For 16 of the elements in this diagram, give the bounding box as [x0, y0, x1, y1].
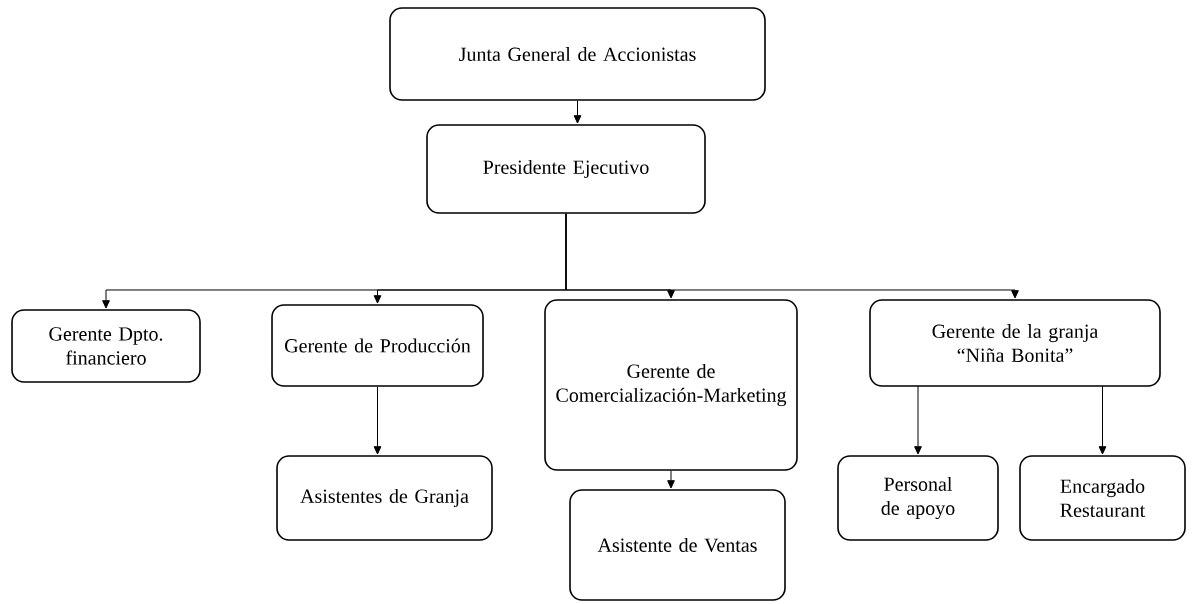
arrow — [914, 385, 922, 455]
arrow — [565, 213, 1019, 299]
org-box: Gerente Dpto. financiero — [11, 309, 201, 383]
org-box: Asistentes de Granja — [276, 455, 493, 541]
org-box: Gerente de Comercialización-Marketing — [544, 299, 798, 471]
org-box: Gerente de Producción — [271, 304, 484, 387]
arrow — [373, 386, 382, 455]
org-box: Gerente de la granja “Niña Bonita” — [869, 299, 1161, 387]
arrow — [667, 470, 675, 489]
org-box: Encargado Restaurant — [1019, 455, 1186, 541]
org-box: Junta General de Accionistas — [389, 7, 766, 101]
org-box: Asistente de Ventas — [569, 489, 786, 601]
org-box: Personal de apoyo — [837, 455, 999, 541]
arrow — [573, 100, 582, 124]
org-box: Presidente Ejecutivo — [426, 124, 706, 214]
arrow — [1098, 385, 1107, 455]
